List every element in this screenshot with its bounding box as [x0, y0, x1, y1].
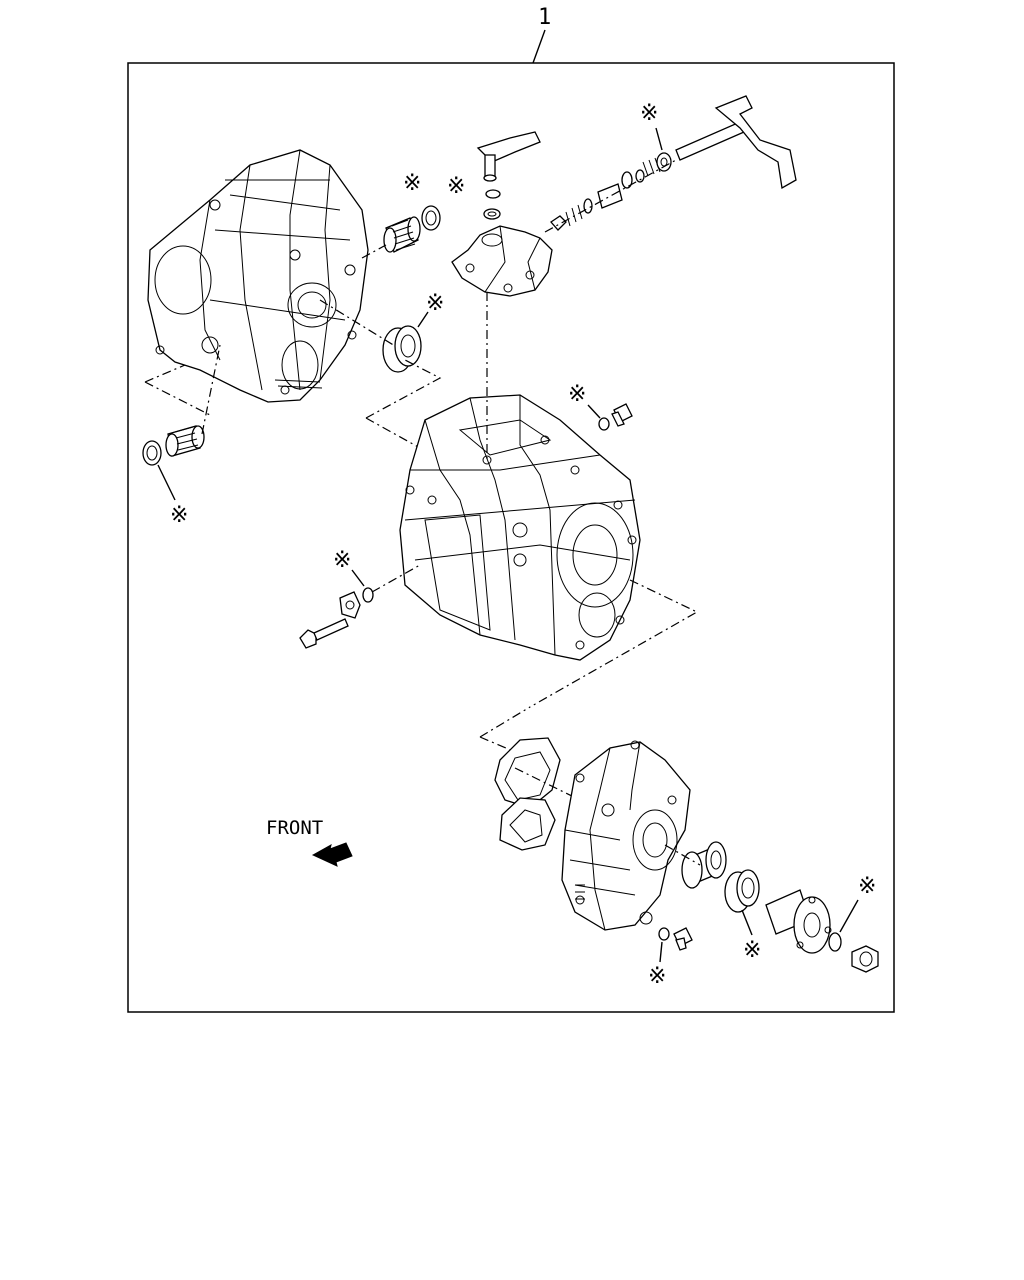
- counter-bearing-axis: [201, 344, 221, 435]
- rear-oil-seal: [724, 869, 760, 913]
- front-label: FRONT: [266, 817, 323, 839]
- flange-o-ring-marker: ※: [858, 874, 876, 899]
- mounting-bolt: [299, 618, 349, 649]
- front-oil-seal-marker: ※: [426, 291, 444, 316]
- pilot-seal: [421, 205, 441, 231]
- front-oil-seal-leader: [417, 311, 429, 328]
- front-direction-arrow-icon: [311, 842, 353, 867]
- extension-washer-marker: ※: [648, 964, 666, 989]
- side-washer-marker: ※: [333, 548, 351, 573]
- extension-drain-washer: [658, 927, 670, 941]
- side-washer: [362, 587, 374, 603]
- shift-shaft-axis: [544, 159, 677, 233]
- detent-spring-assembly: [550, 157, 661, 231]
- flange-o-ring: [828, 932, 842, 952]
- front-oil-seal-axis: [319, 299, 396, 347]
- diagram-frame: [127, 62, 895, 1013]
- side-bolt-axis: [371, 564, 421, 593]
- counter-ring-marker: ※: [170, 503, 188, 528]
- drain-washer-marker: ※: [568, 382, 586, 407]
- drain-washer-leader: [587, 404, 601, 419]
- rear-gasket-plate: [499, 797, 556, 851]
- callout-leader: [532, 29, 546, 64]
- extension-housing: [561, 740, 691, 931]
- rear-oil-seal-leader: [741, 909, 753, 936]
- shift-lever-seal: [483, 189, 501, 220]
- side-washer-leader: [351, 569, 365, 587]
- drain-plug-washer: [598, 417, 610, 431]
- pilot-seal-marker: ※: [403, 171, 421, 196]
- clutch-housing: [147, 149, 369, 403]
- housing-joint-line: [144, 359, 442, 449]
- counter-bearing: [165, 425, 205, 457]
- front-oil-seal: [382, 325, 422, 373]
- flange-o-ring-leader: [839, 899, 859, 933]
- sensor-bracket: [339, 591, 361, 619]
- counter-bearing-ring: [142, 440, 162, 466]
- rear-oil-seal-marker: ※: [743, 938, 761, 963]
- rear-bearing: [681, 841, 727, 889]
- extension-drain-plug: [673, 927, 693, 951]
- flange-nut: [851, 945, 879, 973]
- extension-washer-leader: [659, 941, 663, 963]
- companion-flange: [765, 889, 832, 954]
- pilot-bearing-axis: [361, 244, 387, 259]
- shift-tower: [451, 225, 553, 297]
- transmission-case: [399, 394, 641, 661]
- shift-shaft-seal-marker: ※: [640, 101, 658, 126]
- pilot-bearing: [383, 216, 421, 253]
- case-rear-joint-line: [479, 579, 699, 755]
- shift-shaft-seal: [656, 152, 672, 172]
- shift-lever: [476, 131, 541, 182]
- rear-gasket: [494, 737, 561, 809]
- callout-number: 1: [538, 5, 551, 30]
- gasket-axis: [514, 767, 581, 801]
- drain-plug: [611, 403, 633, 427]
- rear-shaft-axis: [664, 844, 701, 866]
- shift-lever-seal-marker: ※: [447, 174, 465, 199]
- shift-shaft-seal-leader: [655, 127, 663, 151]
- counter-ring-leader: [157, 464, 176, 501]
- shift-shaft: [675, 95, 797, 190]
